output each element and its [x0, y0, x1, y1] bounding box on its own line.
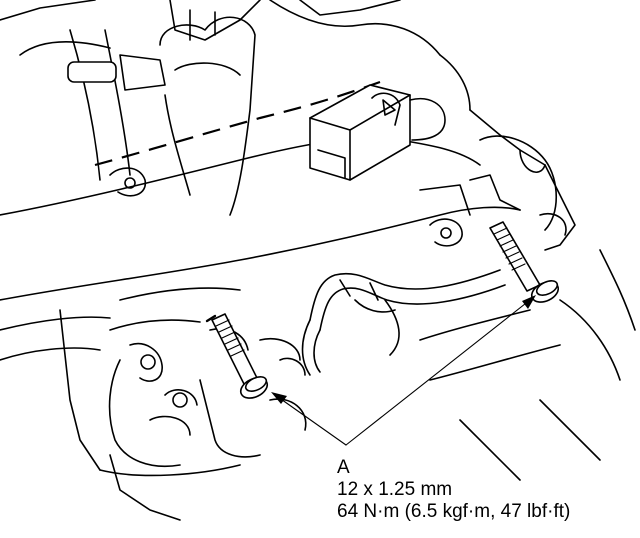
pipe-assembly — [301, 269, 506, 376]
main-hose — [0, 80, 521, 301]
lower-case — [0, 249, 636, 521]
right-bracket — [419, 135, 567, 247]
left-hose — [67, 29, 166, 181]
bolt-callout: A 12 x 1.25 mm 64 N·m (6.5 kgf·m, 47 lbf… — [337, 457, 570, 523]
torque-spec: 64 N·m (6.5 kgf·m, 47 lbf·ft) — [337, 501, 571, 522]
upper-engine-outline — [0, 0, 576, 251]
intake-duct — [159, 9, 256, 216]
bolt-a-lower — [205, 313, 269, 399]
bolt-a-upper — [489, 221, 560, 303]
callout-leaders — [271, 295, 536, 446]
callout-label: A — [337, 457, 350, 478]
electrical-connector — [309, 84, 446, 181]
bolt-size-spec: 12 x 1.25 mm — [337, 479, 453, 500]
